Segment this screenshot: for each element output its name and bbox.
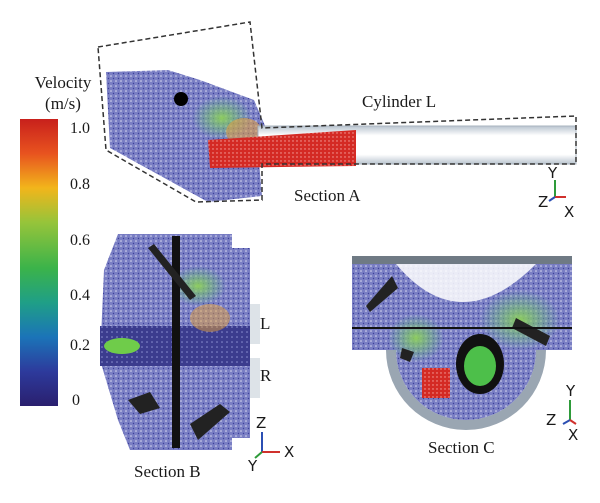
- section-c-blade-small: [400, 348, 414, 362]
- section-c-label: Section C: [428, 438, 495, 457]
- section-c-rotor-core: [464, 346, 496, 386]
- section-b-blade-left: [128, 392, 160, 414]
- section-b-blade-top: [148, 244, 196, 300]
- section-b-port-l: [250, 304, 260, 344]
- port-l-label: L: [260, 314, 271, 333]
- section-c-red-core: [422, 368, 450, 398]
- axis-a-y: Y: [548, 164, 558, 182]
- section-c-top-plate: [352, 256, 572, 264]
- section-a-jet-region: [208, 130, 356, 168]
- axis-a-z: Z: [538, 193, 549, 211]
- colorbar-tick-0: 0: [72, 392, 80, 409]
- section-b-vertical-rod: [172, 236, 180, 448]
- section-b-blade-right: [190, 404, 230, 440]
- axis-c-x: X: [568, 426, 579, 444]
- port-r-label: R: [260, 366, 272, 385]
- axis-c-z: Z: [546, 411, 557, 429]
- section-c-outer-shell: [386, 350, 546, 430]
- section-c-blade-left: [366, 276, 398, 312]
- section-a-probe-dot: [174, 92, 188, 106]
- colorbar-tick-02: 0.2: [70, 337, 90, 354]
- section-a-view: [97, 21, 577, 203]
- section-b-port-r: [250, 358, 260, 398]
- axis-c-y: Y: [566, 382, 576, 400]
- axis-triad-c: [562, 400, 577, 425]
- colorbar-title-line2: (m/s): [45, 94, 81, 113]
- colorbar-gradient: [20, 119, 58, 406]
- axis-b-z: Z: [256, 414, 267, 432]
- colorbar-tick-06: 0.6: [70, 232, 90, 249]
- axis-b-y: Y: [248, 457, 258, 475]
- axis-triad-b: [254, 432, 280, 459]
- colorbar-tick-08: 0.8: [70, 176, 90, 193]
- section-b-view: [100, 234, 260, 450]
- section-b-label: Section B: [134, 462, 201, 481]
- cylinder-l-label: Cylinder L: [362, 92, 437, 111]
- colorbar-tick-1: 1.0: [70, 120, 90, 137]
- section-c-blade-right: [512, 318, 550, 346]
- colorbar-title: Velocity (m/s): [18, 72, 108, 114]
- section-a-dashed-boundary: [97, 21, 577, 203]
- section-b-green-core: [104, 338, 140, 354]
- colorbar-title-line1: Velocity: [34, 73, 92, 92]
- axis-b-x: X: [284, 443, 295, 461]
- section-c-view: [352, 256, 572, 430]
- axis-triad-a: [548, 180, 566, 202]
- section-a-label: Section A: [294, 186, 361, 205]
- axis-a-x: X: [564, 203, 575, 221]
- colorbar-tick-04: 0.4: [70, 287, 90, 304]
